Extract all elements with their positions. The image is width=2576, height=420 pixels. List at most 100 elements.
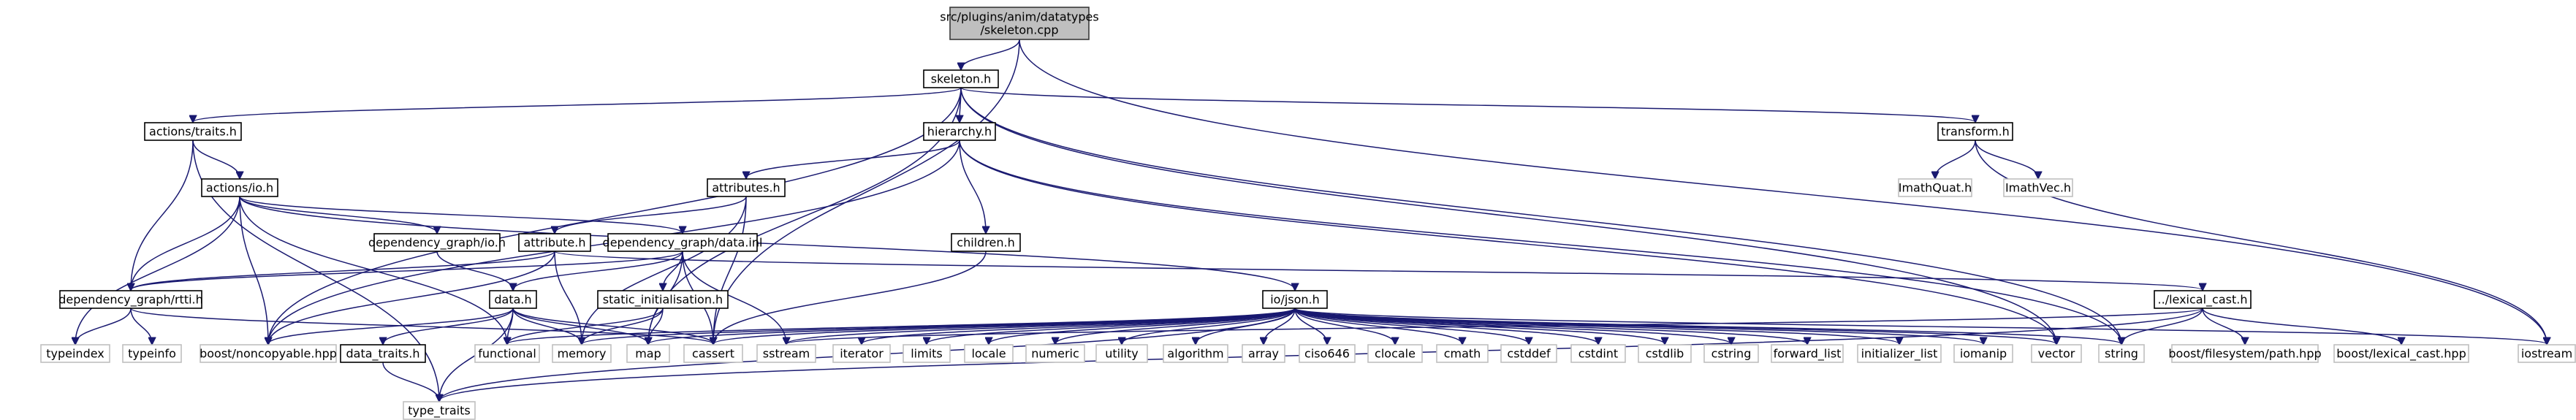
node-label-imathvec-h: ImathVec.h bbox=[2005, 181, 2071, 195]
node-sstream: sstream bbox=[756, 344, 816, 363]
node-map: map bbox=[626, 344, 670, 363]
node-box-data-traits-h bbox=[340, 344, 426, 363]
node-box-actions-traits-h bbox=[144, 122, 242, 141]
edge-data-h-to-memory bbox=[512, 308, 582, 344]
edge-io-json-h-to-map bbox=[648, 308, 1296, 344]
edge-transform-h-to-imathquat-h bbox=[1935, 140, 1976, 178]
node-memory: memory bbox=[552, 344, 612, 363]
node-attributes-h[interactable]: attributes.h bbox=[707, 178, 786, 197]
node-skeleton-h[interactable]: skeleton.h bbox=[923, 69, 999, 88]
node-box-algorithm bbox=[1163, 344, 1228, 363]
node-box-ciso646 bbox=[1299, 344, 1356, 363]
node-box-static-init-h bbox=[597, 290, 729, 309]
edge-io-json-h-to-iterator bbox=[862, 308, 1296, 344]
node-attribute-h[interactable]: attribute.h bbox=[518, 233, 591, 252]
node-box-skeleton-h bbox=[923, 69, 999, 88]
node-label-memory: memory bbox=[558, 347, 607, 361]
node-label-numeric: numeric bbox=[1031, 347, 1079, 361]
node-label-clocale: clocale bbox=[1375, 347, 1416, 361]
edge-io-json-h-to-locale bbox=[989, 308, 1296, 344]
node-data-h[interactable]: data.h bbox=[489, 290, 537, 309]
node-box-boost-lexical-cast bbox=[2333, 344, 2469, 363]
node-limits: limits bbox=[903, 344, 951, 363]
node-box-iterator bbox=[832, 344, 891, 363]
edge-io-json-h-to-limits bbox=[927, 308, 1296, 344]
node-box-type-traits bbox=[403, 401, 476, 420]
edge-hierarchy-h-to-children-h bbox=[959, 140, 986, 233]
edge-io-json-h-to-sstream bbox=[786, 308, 1296, 344]
edge-attributes-h-to-attribute-h bbox=[555, 196, 747, 233]
node-label-vector: vector bbox=[2038, 347, 2075, 361]
edge-static-init-h-to-functional bbox=[507, 308, 664, 344]
edge-io-json-h-to-string bbox=[1294, 308, 2121, 344]
node-box-utility bbox=[1095, 344, 1148, 363]
edge-dg-data-inl-to-sstream bbox=[682, 251, 786, 344]
node-label-cstring: cstring bbox=[1711, 347, 1752, 361]
node-dg-io-h[interactable]: dependency_graph/io.h bbox=[368, 233, 506, 252]
node-box-map bbox=[626, 344, 670, 363]
node-box-transform-h bbox=[1937, 122, 2013, 141]
edge-attributes-h-to-cassert bbox=[713, 196, 747, 344]
node-box-array bbox=[1242, 344, 1285, 363]
node-label-children-h: children.h bbox=[957, 236, 1014, 250]
edge-io-json-h-to-cmath bbox=[1294, 308, 1462, 344]
node-box-imathquat-h bbox=[1898, 178, 1972, 197]
node-box-cassert bbox=[683, 344, 743, 363]
edge-io-json-h-to-ciso646 bbox=[1294, 308, 1327, 344]
edge-hierarchy-h-to-vector bbox=[959, 140, 2056, 344]
node-box-cstddef bbox=[1500, 344, 1557, 363]
node-lexical-cast-h[interactable]: ../lexical_cast.h bbox=[2154, 290, 2252, 309]
node-transform-h[interactable]: transform.h bbox=[1937, 122, 2013, 141]
edge-io-json-h-to-clocale bbox=[1294, 308, 1395, 344]
node-label-dg-io-h: dependency_graph/io.h bbox=[368, 236, 506, 251]
edge-lexical-cast-h-to-boost-lexical-cast bbox=[2202, 308, 2401, 344]
edge-io-json-h-to-cstdint bbox=[1294, 308, 1598, 344]
node-box-forward-list bbox=[1771, 344, 1844, 363]
node-static-init-h[interactable]: static_initialisation.h bbox=[597, 290, 729, 309]
node-label-cassert: cassert bbox=[692, 347, 734, 361]
node-actions-traits-h[interactable]: actions/traits.h bbox=[144, 122, 242, 141]
node-label-skeleton-h: skeleton.h bbox=[931, 72, 992, 86]
node-hierarchy-h[interactable]: hierarchy.h bbox=[923, 122, 996, 141]
node-box-boost-noncopyable bbox=[200, 344, 337, 363]
node-box-iomanip bbox=[1953, 344, 2013, 363]
edge-skeleton-h-to-string bbox=[960, 87, 2121, 344]
edge-data-h-to-boost-noncopyable bbox=[268, 308, 514, 344]
node-box-dg-rtti-h bbox=[59, 290, 202, 309]
node-label-actions-traits-h: actions/traits.h bbox=[149, 125, 237, 139]
node-actions-io-h[interactable]: actions/io.h bbox=[201, 178, 278, 197]
node-label-iomanip: iomanip bbox=[1960, 347, 2007, 361]
edge-lexical-cast-h-to-sstream bbox=[786, 308, 2203, 344]
node-cmath: cmath bbox=[1436, 344, 1489, 363]
node-iostream: iostream bbox=[2518, 344, 2576, 363]
node-typeinfo: typeinfo bbox=[122, 344, 182, 363]
node-box-limits bbox=[903, 344, 951, 363]
node-dg-rtti-h[interactable]: dependency_graph/rtti.h bbox=[58, 290, 203, 309]
edge-actions-io-h-to-typeindex bbox=[75, 196, 240, 344]
node-label-attributes-h: attributes.h bbox=[712, 181, 780, 195]
node-functional: functional bbox=[474, 344, 540, 363]
node-forward-list: forward_list bbox=[1771, 344, 1844, 363]
node-box-clocale bbox=[1367, 344, 1423, 363]
node-array: array bbox=[1242, 344, 1285, 363]
node-label-iterator: iterator bbox=[840, 347, 884, 361]
node-iterator: iterator bbox=[832, 344, 891, 363]
node-box-numeric bbox=[1025, 344, 1085, 363]
edge-io-json-h-to-numeric bbox=[1055, 308, 1296, 344]
node-dg-data-inl[interactable]: dependency_graph/data.inl bbox=[603, 233, 763, 252]
node-typeindex: typeindex bbox=[40, 344, 110, 363]
node-children-h[interactable]: children.h bbox=[951, 233, 1021, 252]
node-io-json-h[interactable]: io/json.h bbox=[1262, 290, 1328, 309]
edge-dg-data-inl-to-dg-rtti-h bbox=[131, 251, 683, 290]
node-root[interactable]: src/plugins/anim/datatypes/skeleton.cpp bbox=[940, 7, 1099, 40]
node-box-initializer-list bbox=[1857, 344, 1942, 363]
node-box-attribute-h bbox=[518, 233, 591, 252]
node-label-dg-data-inl: dependency_graph/data.inl bbox=[603, 236, 763, 251]
node-locale: locale bbox=[964, 344, 1014, 363]
node-data-traits-h[interactable]: data_traits.h bbox=[340, 344, 426, 363]
edge-lexical-cast-h-to-boost-fs-path bbox=[2202, 308, 2245, 344]
node-box-cstdint bbox=[1570, 344, 1626, 363]
node-box-imathvec-h bbox=[2003, 178, 2073, 197]
node-box-dg-data-inl bbox=[607, 233, 758, 252]
